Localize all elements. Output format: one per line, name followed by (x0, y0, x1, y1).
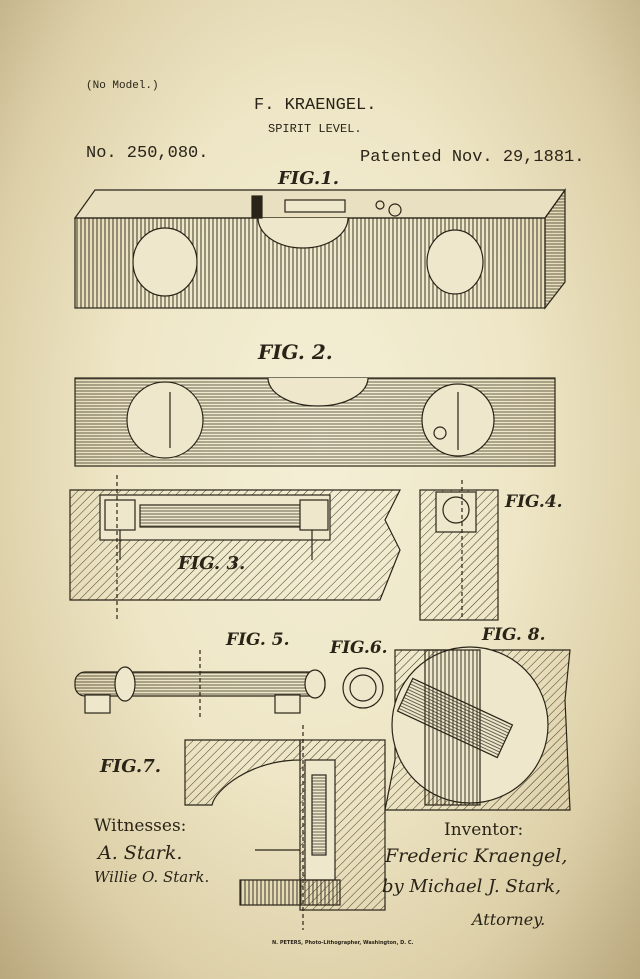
figure-2-level-side (74, 377, 556, 467)
fig4-label: FIG.4. (505, 492, 563, 512)
figure-6-ring (342, 667, 384, 709)
figure-3-section (69, 475, 401, 620)
attorney-label: Attorney. (472, 910, 546, 929)
figure-7-section (184, 725, 386, 930)
witness-signature-2: Willie O. Stark. (94, 868, 210, 886)
patent-number: No. 250,080. (86, 144, 209, 163)
lithographer-credit: N. PETERS, Photo-Lithographer, Washingto… (272, 940, 414, 946)
patent-date: Patented Nov. 29,1881. (360, 148, 585, 167)
fig8-label: FIG. 8. (482, 625, 546, 645)
figure-8-detail (384, 646, 571, 811)
figure-4-section (419, 480, 499, 621)
no-model-note: (No Model.) (86, 80, 159, 92)
figure-1-level-perspective (73, 188, 567, 310)
inventor-label: Inventor: (444, 820, 524, 840)
witnesses-label: Witnesses: (94, 816, 187, 836)
figure-5-vial-assembly (74, 650, 326, 720)
fig5-label: FIG. 5. (226, 630, 290, 650)
inventor-signature: Frederic Kraengel, (385, 845, 568, 867)
fig2-label: FIG. 2. (258, 340, 333, 364)
attorney-signature: by Michael J. Stark, (382, 876, 561, 897)
inventor-name-heading: F. KRAENGEL. (254, 96, 377, 115)
patent-title: SPIRIT LEVEL. (268, 122, 362, 136)
fig7-label: FIG.7. (100, 756, 161, 777)
fig3-label: FIG. 3. (178, 553, 246, 574)
fig6-label: FIG.6. (330, 638, 388, 658)
fig1-label: FIG.1. (278, 168, 339, 189)
witness-signature-1: A. Stark. (98, 842, 183, 864)
